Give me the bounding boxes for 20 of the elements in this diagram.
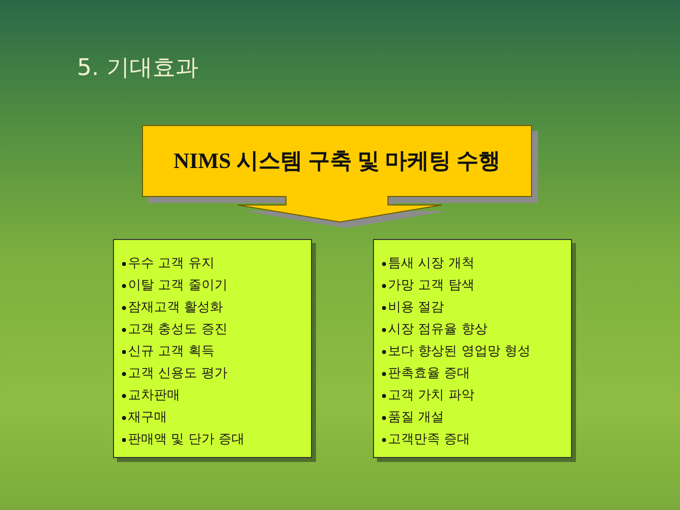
block-arrow: [237, 196, 448, 228]
list-item: 보다 향상된 영업망 형성: [388, 343, 530, 361]
list-item: 재구매: [128, 409, 167, 427]
list-item: 판매액 및 단가 증대: [128, 431, 244, 449]
list-item: 우수 고객 유지: [128, 255, 214, 273]
list-item: 고객 충성도 증진: [128, 321, 228, 339]
list-item: 잠재고객 활성화: [128, 299, 224, 317]
list-item: 틈새 시장 개척: [388, 255, 474, 273]
list-item: 고객 가치 파악: [388, 387, 474, 405]
list-item: 비용 절감: [388, 299, 444, 317]
list-item: 교차판매: [128, 387, 180, 405]
list-item: 고객만족 증대: [388, 431, 470, 449]
list-item: 고객 신용도 평가: [128, 365, 228, 383]
slide-title: 5. 기대효과: [77, 54, 198, 83]
list-item: 판촉효율 증대: [388, 365, 470, 383]
list-item: 이탈 고객 줄이기: [128, 277, 228, 295]
list-item: 시장 점유율 향상: [388, 321, 488, 339]
list-item: 신규 고객 획득: [128, 343, 214, 361]
list-item: 품질 개설: [388, 409, 444, 427]
list-item: 가망 고객 탐색: [388, 277, 474, 295]
